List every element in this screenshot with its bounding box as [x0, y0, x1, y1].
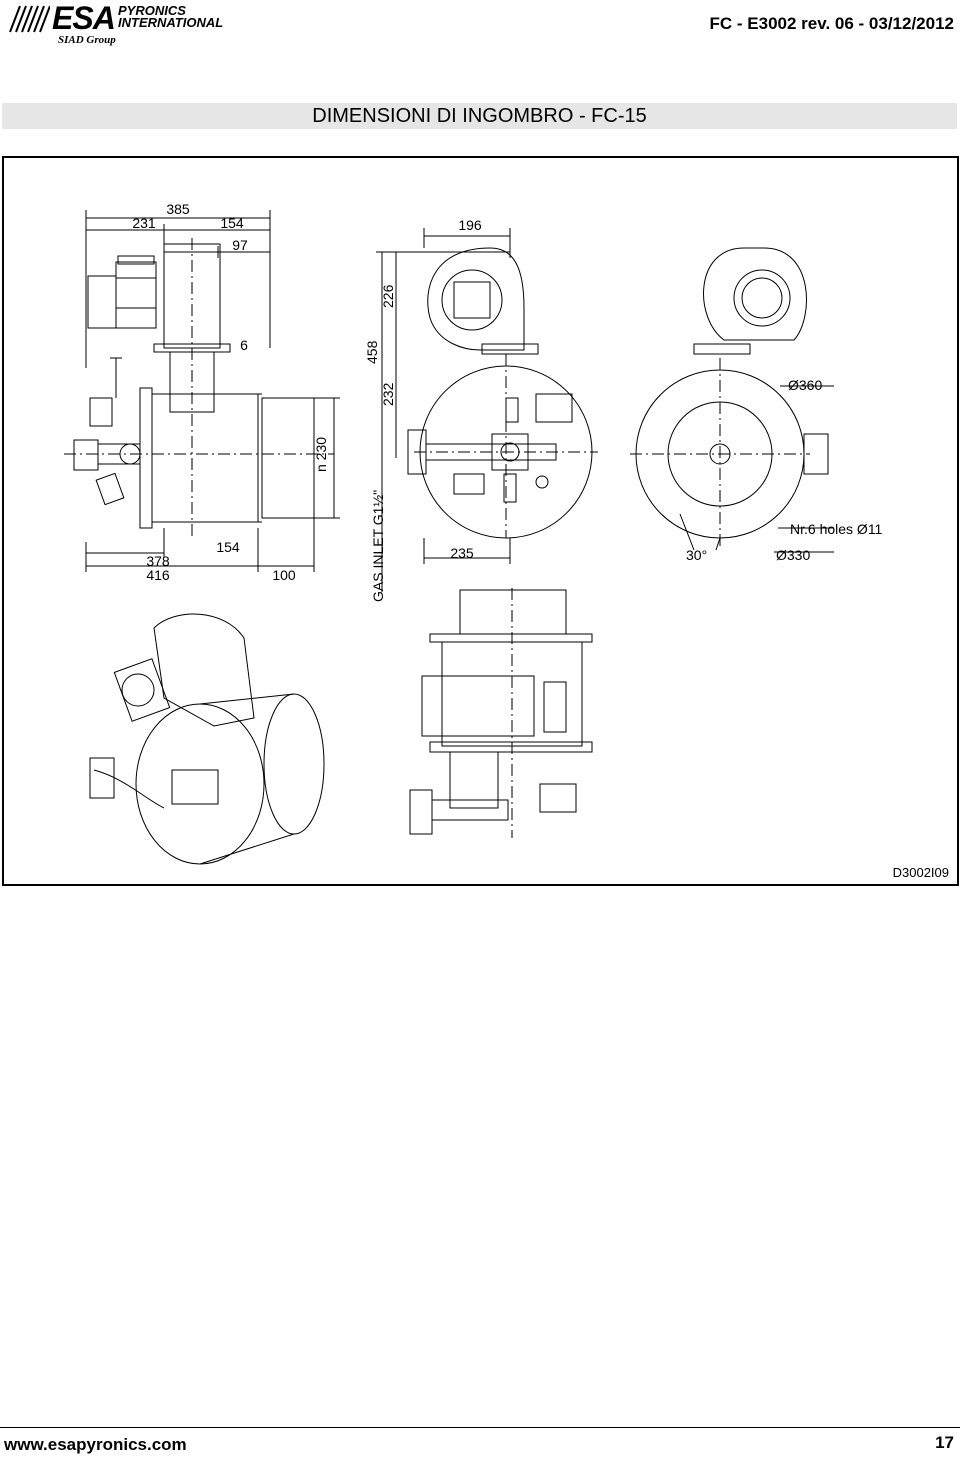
logo-sub-2: INTERNATIONAL — [118, 15, 224, 30]
dim-416: 416 — [146, 567, 170, 583]
title-bar: DIMENSIONI DI INGOMBRO - FC-15 — [2, 103, 957, 129]
flange-view — [630, 247, 834, 553]
dim-385: 385 — [166, 201, 190, 217]
dim-226: 226 — [380, 284, 396, 308]
holes-label: Nr.6 holes Ø11 — [790, 521, 883, 537]
dim-d330: Ø330 — [776, 547, 810, 563]
page-number: 17 — [935, 1433, 954, 1452]
dim-378: 378 — [146, 553, 170, 569]
technical-drawing: 385 231 154 97 6 n 230 378 154 416 100 4… — [64, 201, 883, 865]
dim-231: 231 — [132, 215, 156, 231]
dim-235: 235 — [450, 545, 474, 561]
top-view — [409, 588, 593, 838]
page-title: DIMENSIONI DI INGOMBRO - FC-15 — [312, 105, 647, 127]
dim-154-bottom: 154 — [216, 539, 240, 555]
logo-subtitle: PYRONICS INTERNATIONAL — [118, 3, 224, 30]
gas-inlet-label: GAS INLET G1½" — [370, 490, 386, 602]
dim-196: 196 — [458, 217, 482, 233]
footer-divider — [0, 1427, 960, 1428]
logo-stripes-icon — [9, 5, 50, 33]
logo-sub-1: PYRONICS — [118, 3, 186, 18]
footer-url[interactable]: www.esapyronics.com — [4, 1435, 187, 1454]
front-view — [376, 228, 598, 592]
angle-30: 30° — [686, 547, 707, 563]
drawing-frame: 385 231 154 97 6 n 230 378 154 416 100 4… — [2, 156, 959, 886]
dim-458: 458 — [364, 340, 380, 364]
dim-n230: n 230 — [313, 437, 329, 472]
dim-154-top: 154 — [220, 215, 244, 231]
dim-6: 6 — [240, 337, 248, 353]
document-reference: FC - E3002 rev. 06 - 03/12/2012 — [709, 14, 954, 33]
isometric-view — [89, 613, 325, 865]
dim-97: 97 — [232, 237, 248, 253]
dim-d360: Ø360 — [788, 377, 822, 393]
dim-100: 100 — [272, 567, 296, 583]
drawing-code: D3002I09 — [892, 865, 949, 880]
dim-232: 232 — [380, 382, 396, 406]
page-header: ESA PYRONICS INTERNATIONAL SIAD Group FC… — [0, 0, 960, 50]
esa-pyronics-logo: ESA PYRONICS INTERNATIONAL SIAD Group — [6, 0, 223, 46]
side-view — [64, 210, 340, 572]
logo-main-text: ESA — [52, 0, 116, 36]
logo-group-text: SIAD Group — [58, 34, 116, 46]
